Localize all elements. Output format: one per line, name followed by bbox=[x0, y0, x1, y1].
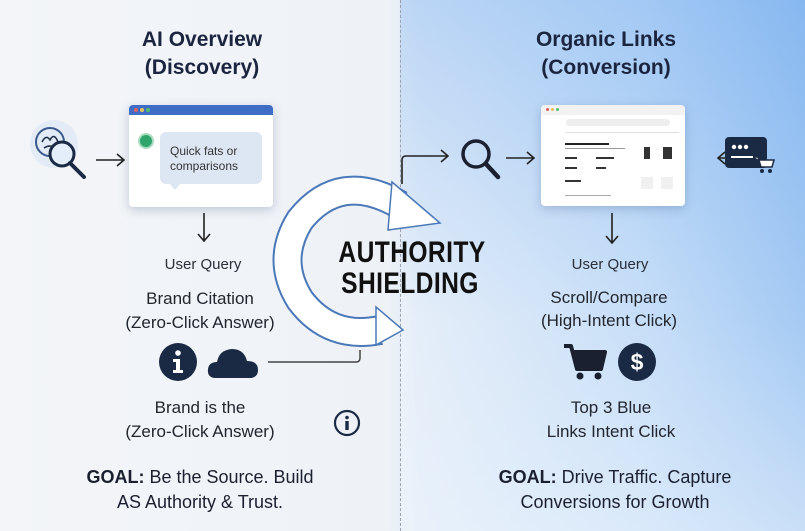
dollar-icon: $ bbox=[618, 343, 656, 381]
background-glow bbox=[400, 0, 805, 531]
elbow-arrow-icon bbox=[401, 149, 450, 184]
top-line-2: Links Intent Click bbox=[546, 422, 676, 441]
connector-line bbox=[268, 350, 361, 363]
ai-avatar-icon bbox=[138, 133, 154, 149]
checkout-cart-icon bbox=[725, 137, 775, 173]
info-outline-icon bbox=[333, 409, 361, 437]
bubble-text-2: comparisons bbox=[170, 159, 239, 173]
goal-label: GOAL: bbox=[498, 467, 557, 487]
info-icon bbox=[159, 343, 197, 381]
center-label-line-1: AUTHORITY bbox=[338, 236, 486, 269]
shopping-cart-icon bbox=[564, 344, 607, 380]
section-divider bbox=[400, 0, 401, 531]
center-label-line-2: SHIELDING bbox=[341, 267, 479, 300]
ai-overview-window: Quick fats or comparisons bbox=[129, 105, 273, 207]
arrow-right-icon bbox=[506, 151, 536, 165]
authority-shielding-cycle-arrow bbox=[272, 175, 442, 347]
right-title: Organic Links bbox=[535, 28, 677, 51]
right-subtitle: (Conversion) bbox=[541, 56, 671, 79]
left-title: AI Overview bbox=[141, 28, 263, 51]
window-titlebar bbox=[129, 105, 273, 115]
search-results-window bbox=[541, 105, 685, 206]
scroll-line-1: Scroll/Compare bbox=[550, 288, 668, 307]
right-goal-line-1: GOAL: Drive Traffic. Capture bbox=[498, 467, 732, 487]
brain-magnifier-icon bbox=[30, 120, 86, 179]
search-icon bbox=[461, 139, 501, 180]
search-bar bbox=[566, 119, 670, 126]
bubble-text-1: Quick fats or bbox=[170, 144, 238, 158]
window-titlebar bbox=[541, 105, 685, 115]
arrow-down-icon bbox=[605, 213, 619, 245]
chat-bubble: Quick fats or comparisons bbox=[160, 132, 262, 184]
left-subtitle: (Discovery) bbox=[144, 56, 260, 79]
arrow-down-icon bbox=[197, 213, 211, 243]
scroll-line-2: (High-Intent Click) bbox=[540, 311, 678, 330]
goal-label: GOAL: bbox=[86, 467, 145, 487]
top-line-1: Top 3 Blue bbox=[570, 398, 652, 417]
left-goal-line-2: AS Authority & Trust. bbox=[116, 492, 284, 512]
right-goal-line-2: Conversions for Growth bbox=[520, 492, 710, 512]
left-user-query: User Query bbox=[164, 256, 242, 273]
svg-text:$: $ bbox=[631, 349, 644, 375]
right-user-query: User Query bbox=[571, 256, 649, 273]
cloud-icon bbox=[207, 349, 258, 378]
brand-line-2: (Zero-Click Answer) bbox=[125, 422, 275, 441]
citation-line-2: (Zero-Click Answer) bbox=[125, 313, 275, 332]
citation-line-1: Brand Citation bbox=[146, 289, 254, 308]
arrow-right-icon bbox=[96, 153, 126, 167]
brand-line-1: Brand is the bbox=[154, 398, 246, 417]
left-goal-line-1: GOAL: Be the Source. Build bbox=[86, 467, 314, 487]
